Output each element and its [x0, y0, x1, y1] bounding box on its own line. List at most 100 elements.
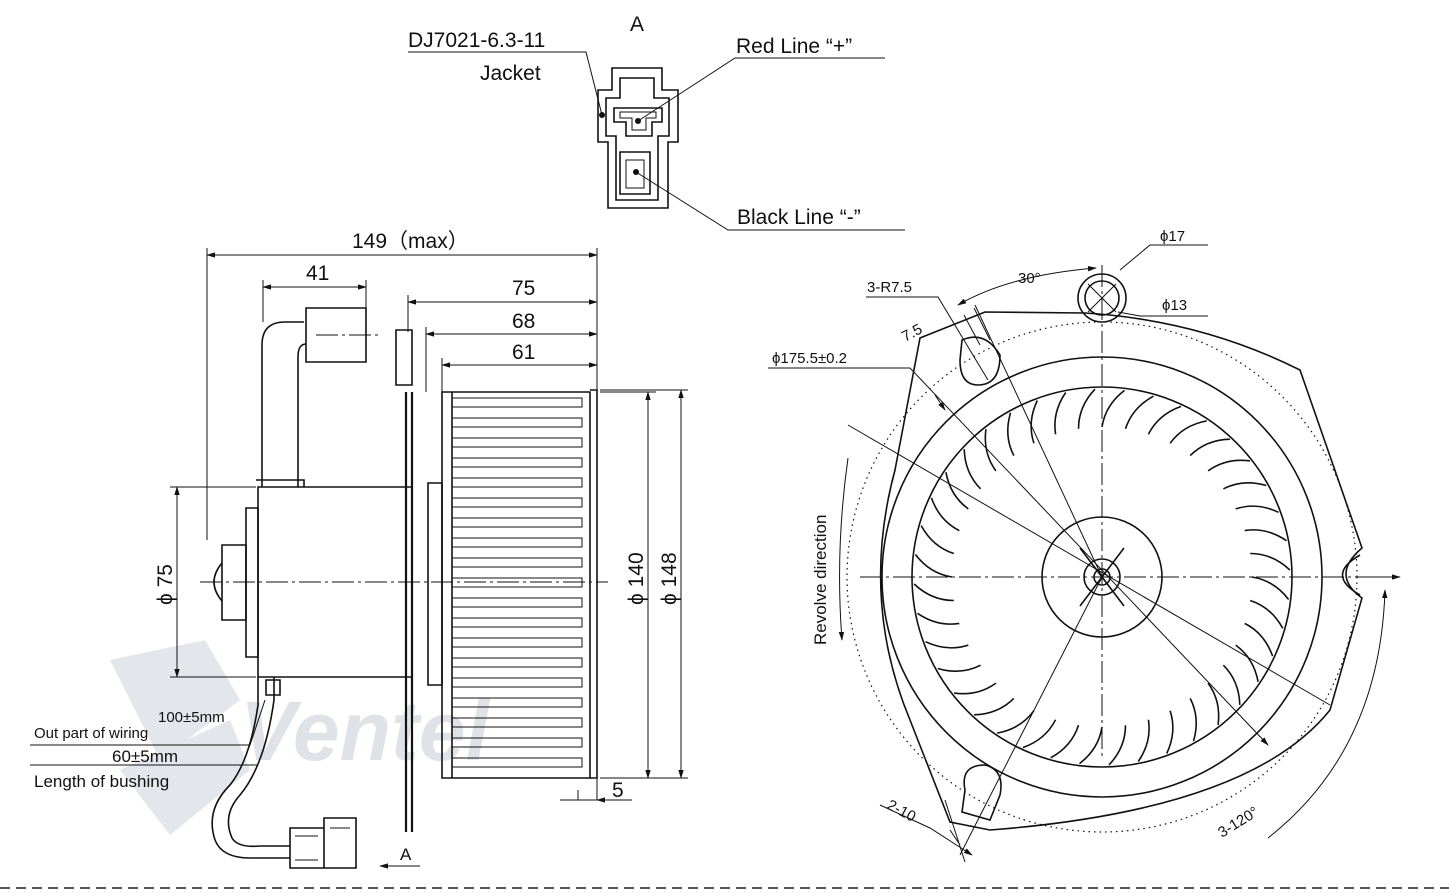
slot-radius-label: 3-R7.5 — [867, 279, 912, 296]
connector-inner-wall — [605, 77, 670, 201]
blade-side — [452, 677, 583, 688]
mounting-flange — [404, 392, 414, 832]
bolt-circle-label: ϕ175.5±0.2 — [772, 350, 847, 367]
black-line-label: Black Line “-” — [737, 206, 861, 229]
blade-side — [452, 697, 583, 708]
harness-connector — [305, 307, 367, 363]
blade-front — [913, 583, 954, 602]
bolt-circle-leader — [768, 367, 1269, 746]
red-line-leader — [637, 57, 885, 122]
blade-front — [953, 682, 997, 695]
blade-side — [452, 557, 583, 568]
jacket-label: Jacket — [480, 62, 541, 85]
blade-front — [937, 664, 981, 673]
blade-front — [1147, 405, 1182, 435]
radial-lines — [847, 304, 1331, 856]
blade-front — [1222, 664, 1241, 705]
blade-front — [1165, 710, 1174, 754]
blade-side — [452, 477, 583, 488]
blade-front — [1251, 576, 1290, 600]
part-number-leader — [408, 51, 603, 116]
revolve-label: Revolve direction — [811, 515, 830, 645]
blade-front — [1022, 719, 1057, 749]
wiring-plug — [289, 817, 357, 869]
blade-side — [452, 717, 583, 728]
dim-phi148-label: ϕ 148 — [658, 552, 681, 605]
wiring-label: Out part of wiring — [34, 725, 148, 742]
blade-front — [1108, 725, 1127, 766]
blade-side — [452, 737, 583, 748]
blade-front — [1079, 726, 1103, 765]
red-line-label: Red Line “+” — [736, 35, 852, 58]
wheel-blades-front — [913, 388, 1291, 766]
blade-side — [452, 497, 583, 508]
wheel-blades — [452, 397, 583, 768]
dia17-leader — [1119, 244, 1208, 271]
blade-front — [920, 525, 955, 555]
blade-side — [452, 637, 583, 648]
blade-front — [1006, 412, 1015, 456]
dim-61-label: 61 — [512, 341, 535, 364]
blade-front — [1189, 438, 1230, 457]
blade-front — [997, 710, 1035, 734]
connector-view-label: A — [630, 13, 644, 36]
watermark: Ventel — [110, 640, 491, 835]
blade-side — [452, 657, 583, 668]
housing-outline — [879, 311, 1363, 831]
wiring-length-label: 100±5mm — [158, 709, 225, 726]
blade-side — [452, 517, 583, 528]
blade-side — [452, 457, 583, 468]
blade-front — [1030, 400, 1039, 444]
wheel-rim — [590, 389, 598, 779]
revolve-arrow — [838, 457, 849, 641]
slot-depth-leader — [879, 804, 973, 856]
motor-shaft-collar — [427, 482, 443, 686]
blade-front — [984, 428, 997, 472]
mounting-slot-right — [1341, 554, 1361, 596]
flange-tab — [395, 329, 413, 386]
blade-front — [945, 472, 969, 510]
dia17-label: ϕ17 — [1160, 228, 1185, 245]
view-a-arrow-label: A — [400, 845, 412, 864]
dim-68-label: 68 — [512, 310, 535, 333]
slot-depth-label: 2-10 — [884, 797, 918, 826]
blade-side — [452, 617, 583, 628]
dia13-label: ϕ13 — [1162, 297, 1187, 314]
blade-front — [1207, 459, 1251, 472]
dim-120-arc — [1267, 589, 1388, 839]
blade-front — [1250, 552, 1291, 571]
slot-width-label: 7.5 — [899, 321, 925, 346]
blade-front — [1235, 505, 1279, 514]
blade-front — [1124, 395, 1154, 430]
motor-bearing-boss — [221, 544, 247, 621]
dim-5-label: 5 — [612, 779, 624, 802]
mounting-slot-bottom — [961, 764, 1002, 821]
blade-front — [925, 640, 969, 649]
blade-front — [1244, 529, 1287, 542]
blade-side — [452, 437, 583, 448]
blade-front — [1101, 389, 1125, 428]
connector-view: A DJ7021-6.3-11 Jacket Red Line “+” Blac… — [408, 13, 905, 231]
blade-side — [452, 417, 583, 428]
blade-front — [1077, 388, 1096, 429]
blade-front — [914, 554, 953, 578]
bushing-length-label: 60±5mm — [112, 747, 178, 766]
dim-phi140-label: ϕ 140 — [625, 552, 648, 605]
dim-30-label: 30° — [1018, 270, 1041, 287]
side-view: 149（max） 41 75 68 61 5 ϕ 75 ϕ 140 — [30, 230, 688, 869]
blade-front — [1223, 481, 1267, 490]
blade-front — [1235, 644, 1259, 682]
negative-terminal — [619, 151, 651, 195]
wiring-note-leaders — [30, 699, 266, 766]
blade-front — [1054, 392, 1067, 435]
blade-front — [1207, 682, 1220, 726]
watermark-text: Ventel — [240, 684, 491, 778]
blade-front — [930, 497, 960, 532]
blade-front — [1050, 724, 1080, 759]
mounting-slot-top — [959, 336, 1001, 386]
connector-outline — [597, 67, 679, 209]
dim-30-arc — [957, 265, 1097, 306]
bushing-label: Length of bushing — [34, 772, 169, 791]
blade-front — [1244, 622, 1274, 657]
